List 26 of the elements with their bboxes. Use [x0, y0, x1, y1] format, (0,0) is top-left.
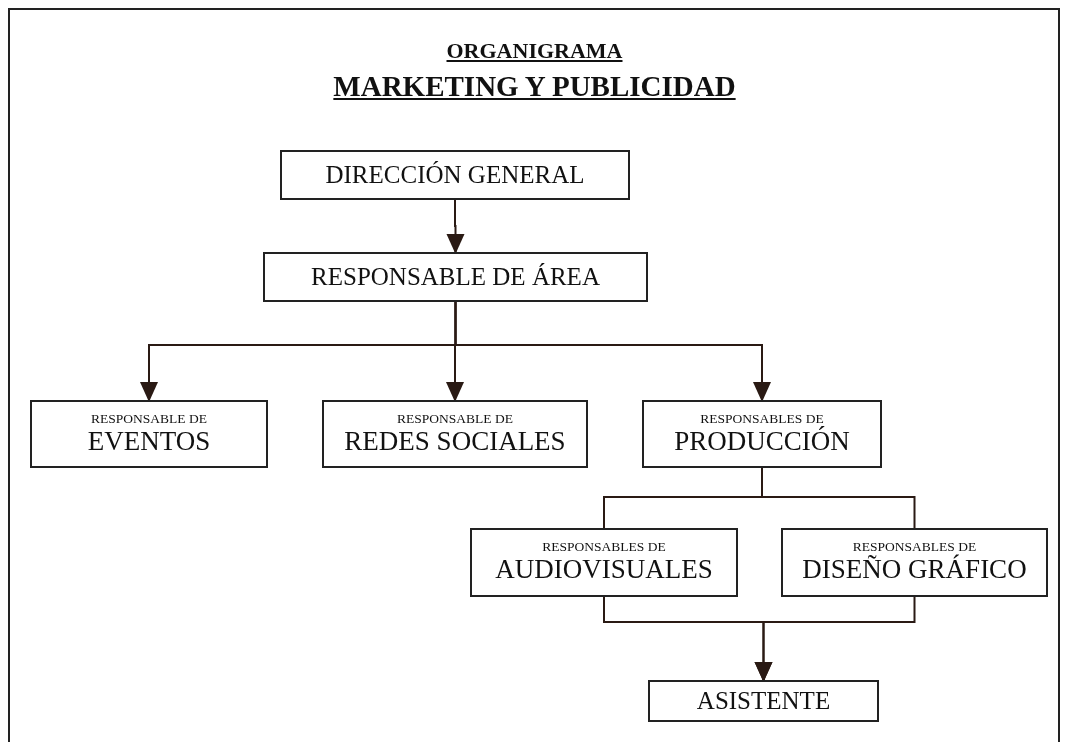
org-box [280, 150, 630, 200]
org-box [263, 252, 648, 302]
role-title: DIRECCIÓN GENERAL [325, 161, 585, 189]
org-box [30, 400, 268, 468]
org-box [781, 528, 1048, 597]
role-title: AUDIOVISUALES [495, 555, 713, 585]
role-title: REDES SOCIALES [344, 426, 566, 457]
role-prefix: RESPONSABLE DE [397, 411, 513, 427]
role-title: RESPONSABLE DE ÁREA [311, 263, 600, 291]
role-title: EVENTOS [87, 426, 211, 457]
role-prefix: RESPONSABLE DE [91, 411, 207, 427]
org-box [642, 400, 882, 468]
subtitle: ORGANIGRAMA [445, 38, 624, 64]
role-title: PRODUCCIÓN [674, 426, 850, 457]
org-box [322, 400, 588, 468]
title: MARKETING Y PUBLICIDAD [332, 70, 737, 103]
role-prefix: RESPONSABLES DE [542, 540, 666, 556]
role-prefix: RESPONSABLES DE [852, 540, 977, 555]
org-box [470, 528, 738, 597]
org-box [648, 680, 879, 722]
arrow [446, 199, 465, 254]
arrow [754, 596, 916, 682]
role-prefix: RESPONSABLES DE [700, 411, 824, 426]
arrow [454, 301, 771, 402]
role-title: ASISTENTE [696, 687, 831, 715]
role-title: DISEÑO GRÁFICO [802, 555, 1027, 585]
